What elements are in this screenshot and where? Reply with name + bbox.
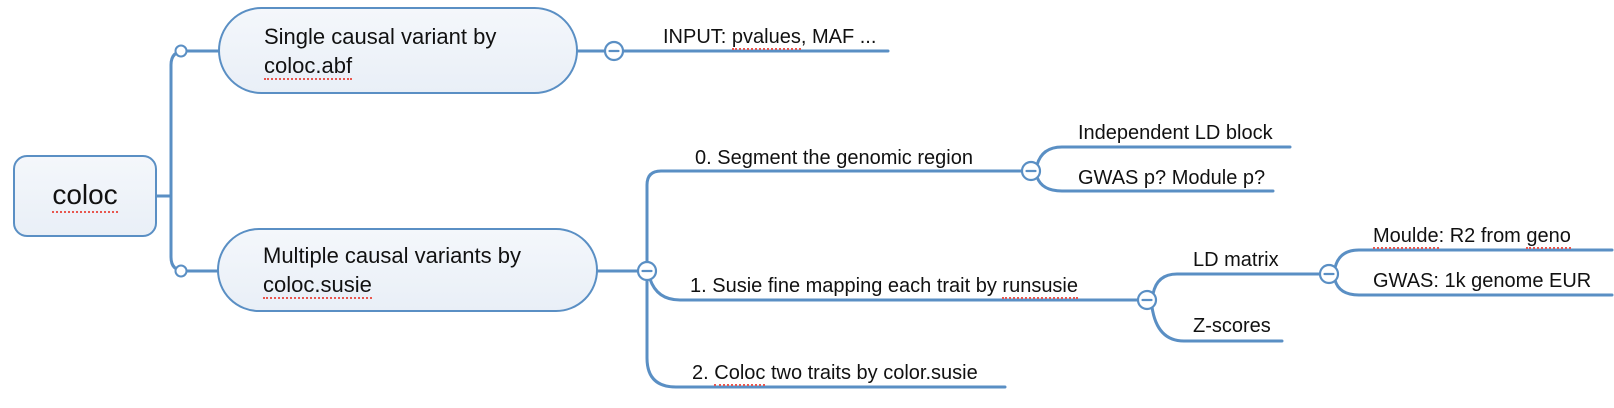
topic-independent-ld-block[interactable]: Independent LD block <box>1078 122 1273 144</box>
topic-gwas-p-module-p[interactable]: GWAS p? Module p? <box>1078 167 1266 189</box>
collapse-button-single[interactable] <box>603 40 625 62</box>
topic-ld-matrix[interactable]: LD matrix <box>1193 249 1279 271</box>
collapse-button-susie[interactable] <box>1136 289 1158 311</box>
branch-node-multiple-causal[interactable]: Multiple causal variants by coloc.susie <box>217 228 598 312</box>
collapse-button-ld-matrix[interactable] <box>1318 263 1340 285</box>
topic-coloc-two-traits[interactable]: 2. Coloc two traits by color.susie <box>692 362 978 386</box>
connector-susie-line <box>648 277 1140 302</box>
connector-moulde-line <box>1333 248 1614 270</box>
connector-coloc-two-line <box>645 278 1007 389</box>
branch-node-multiple-text: Multiple causal variants by coloc.susie <box>263 243 522 299</box>
topic-input[interactable]: INPUT: pvalues, MAF ... <box>663 26 877 50</box>
connector-z-scores-line <box>1150 305 1284 343</box>
topic-z-scores[interactable]: Z-scores <box>1193 315 1271 337</box>
connector-root-trunk <box>169 49 220 273</box>
connector-gwas-p-line <box>1035 175 1275 193</box>
topic-moulde-r2[interactable]: Moulde: R2 from geno <box>1373 225 1571 249</box>
topic-susie-fine-mapping[interactable]: 1. Susie fine mapping each trait by runs… <box>690 275 1079 299</box>
collapse-button-segment[interactable] <box>1020 160 1042 182</box>
topic-gwas-1k-eur[interactable]: GWAS: 1k genome EUR <box>1373 270 1592 292</box>
connector-independent-line <box>1035 145 1292 167</box>
connector-ld-matrix-line <box>1151 272 1322 296</box>
topic-segment-region[interactable]: 0. Segment the genomic region <box>695 147 973 169</box>
junction-dot <box>174 264 188 278</box>
collapse-button-multiple[interactable] <box>636 260 658 282</box>
junction-dot <box>174 44 188 58</box>
branch-node-single-text: Single causal variant by coloc.abf <box>264 23 497 80</box>
connector-segment-line <box>645 169 1024 264</box>
root-node-coloc[interactable]: coloc <box>13 155 157 237</box>
root-node-label: coloc <box>52 179 118 213</box>
connector-gwas-eur-line <box>1333 278 1614 297</box>
branch-node-single-causal[interactable]: Single causal variant by coloc.abf <box>218 7 578 94</box>
